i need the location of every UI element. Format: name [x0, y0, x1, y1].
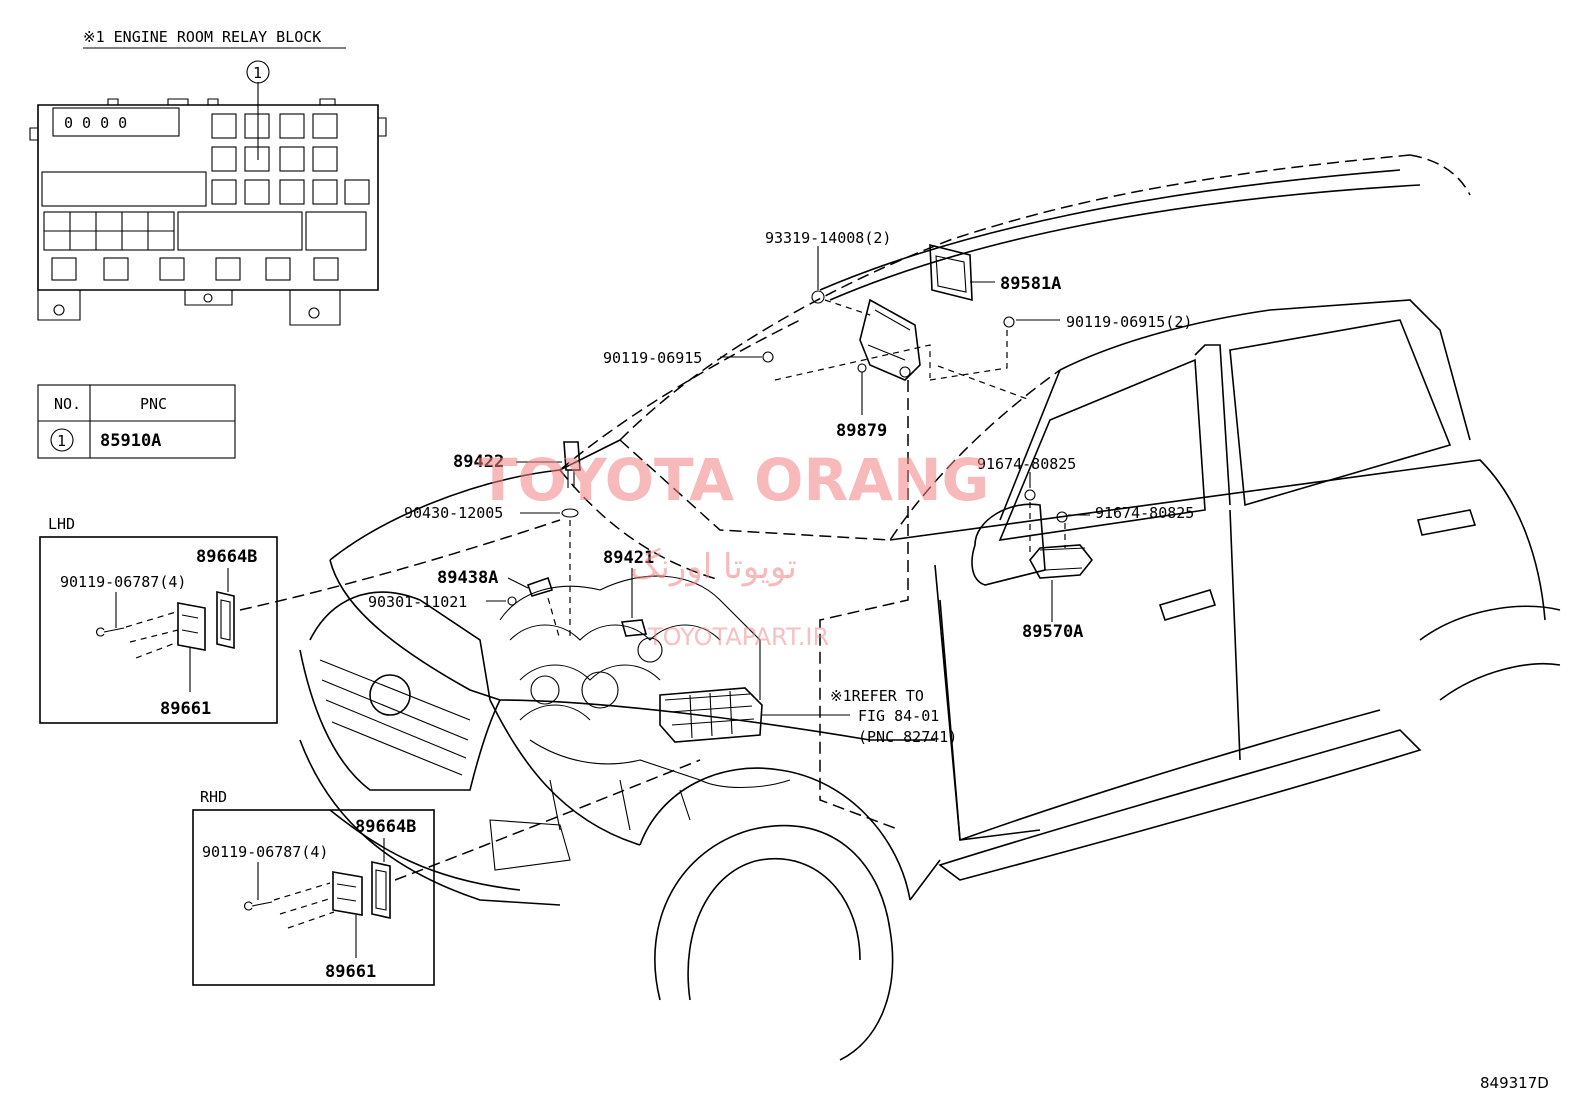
- relay-block-section: ※1 ENGINE ROOM RELAY BLOCK 0 0 0 0: [29, 28, 387, 326]
- pnc-table-row-pnc: 85910A: [100, 431, 161, 451]
- watermark-url: TOYOTAPART.IR: [647, 623, 829, 651]
- lhd-ecu-drawing: [96, 590, 235, 659]
- watermark-persian: تویوتا اورنگ: [630, 547, 797, 587]
- rhd-ecu-drawing: [244, 861, 391, 929]
- rhd-ecu-label: 89661: [325, 962, 376, 982]
- pnc-table-row-no: 1: [57, 432, 66, 450]
- part-labels: 93319-14008(2) 89581A 90119-06915(2) 901…: [368, 229, 1194, 642]
- lhd-section: LHD 89664B 90119-06787(4) 89661: [39, 515, 278, 724]
- rhd-section: RHD 89664B 90119-06787(4) 89661: [192, 788, 435, 986]
- relay-fuse-digits: 0 0 0 0: [64, 114, 127, 132]
- lhd-bolt-label: 90119-06787(4): [60, 573, 186, 591]
- label-89422: 89422: [453, 452, 504, 472]
- label-90119-06915: 90119-06915: [603, 349, 702, 367]
- label-90301-11021: 90301-11021: [368, 593, 467, 611]
- watermark-main: TOYOTA ORANG: [478, 446, 989, 514]
- lhd-title: LHD: [48, 515, 75, 533]
- label-90119-06915-2: 90119-06915(2): [1066, 313, 1192, 331]
- label-90430-12005: 90430-12005: [404, 504, 503, 522]
- rhd-title: RHD: [200, 788, 227, 806]
- relay-block-drawing: 0 0 0 0 1: [29, 60, 387, 326]
- label-89570A: 89570A: [1022, 622, 1083, 642]
- pnc-table-header-pnc: PNC: [140, 395, 167, 413]
- bracket-89570A-group: [1024, 472, 1094, 622]
- label-89879: 89879: [836, 421, 887, 441]
- relay-block-title: ※1 ENGINE ROOM RELAY BLOCK: [83, 28, 321, 46]
- label-89438A: 89438A: [437, 568, 498, 588]
- label-89581A: 89581A: [1000, 274, 1061, 294]
- label-91674-80825-b: 91674-80825: [1095, 504, 1194, 522]
- sensor-bracket-group: [720, 243, 1060, 831]
- vehicle-outline: [299, 154, 1561, 1061]
- label-93319-14008: 93319-14008(2): [765, 229, 891, 247]
- engine-drawing: [499, 575, 791, 831]
- rhd-cover-label: 89664B: [355, 817, 416, 837]
- lhd-ecu-label: 89661: [160, 699, 211, 719]
- rhd-bolt-label: 90119-06787(4): [202, 843, 328, 861]
- watermark: TOYOTA ORANG تویوتا اورنگ TOYOTAPART.IR: [478, 446, 989, 651]
- label-89421: 89421: [603, 548, 654, 568]
- refer-note: ※1REFER TO FIG 84-01 (PNC 82741): [830, 687, 957, 746]
- label-91674-80825-a: 91674-80825: [977, 455, 1076, 473]
- refer-note-line3: (PNC 82741): [858, 728, 957, 746]
- lhd-cover-label: 89664B: [196, 547, 257, 567]
- pnc-table: NO. PNC 1 85910A: [37, 384, 236, 459]
- pnc-table-header-no: NO.: [54, 395, 81, 413]
- sensor-89421-group: [620, 568, 648, 637]
- sensor-89438A-group: [486, 576, 561, 641]
- sensor-89422-group: [516, 441, 581, 640]
- refer-note-line2: FIG 84-01: [858, 707, 939, 725]
- figure-id: 849317D: [1480, 1074, 1549, 1092]
- refer-note-line1: ※1REFER TO: [830, 687, 924, 705]
- relay-callout-number: 1: [253, 64, 262, 82]
